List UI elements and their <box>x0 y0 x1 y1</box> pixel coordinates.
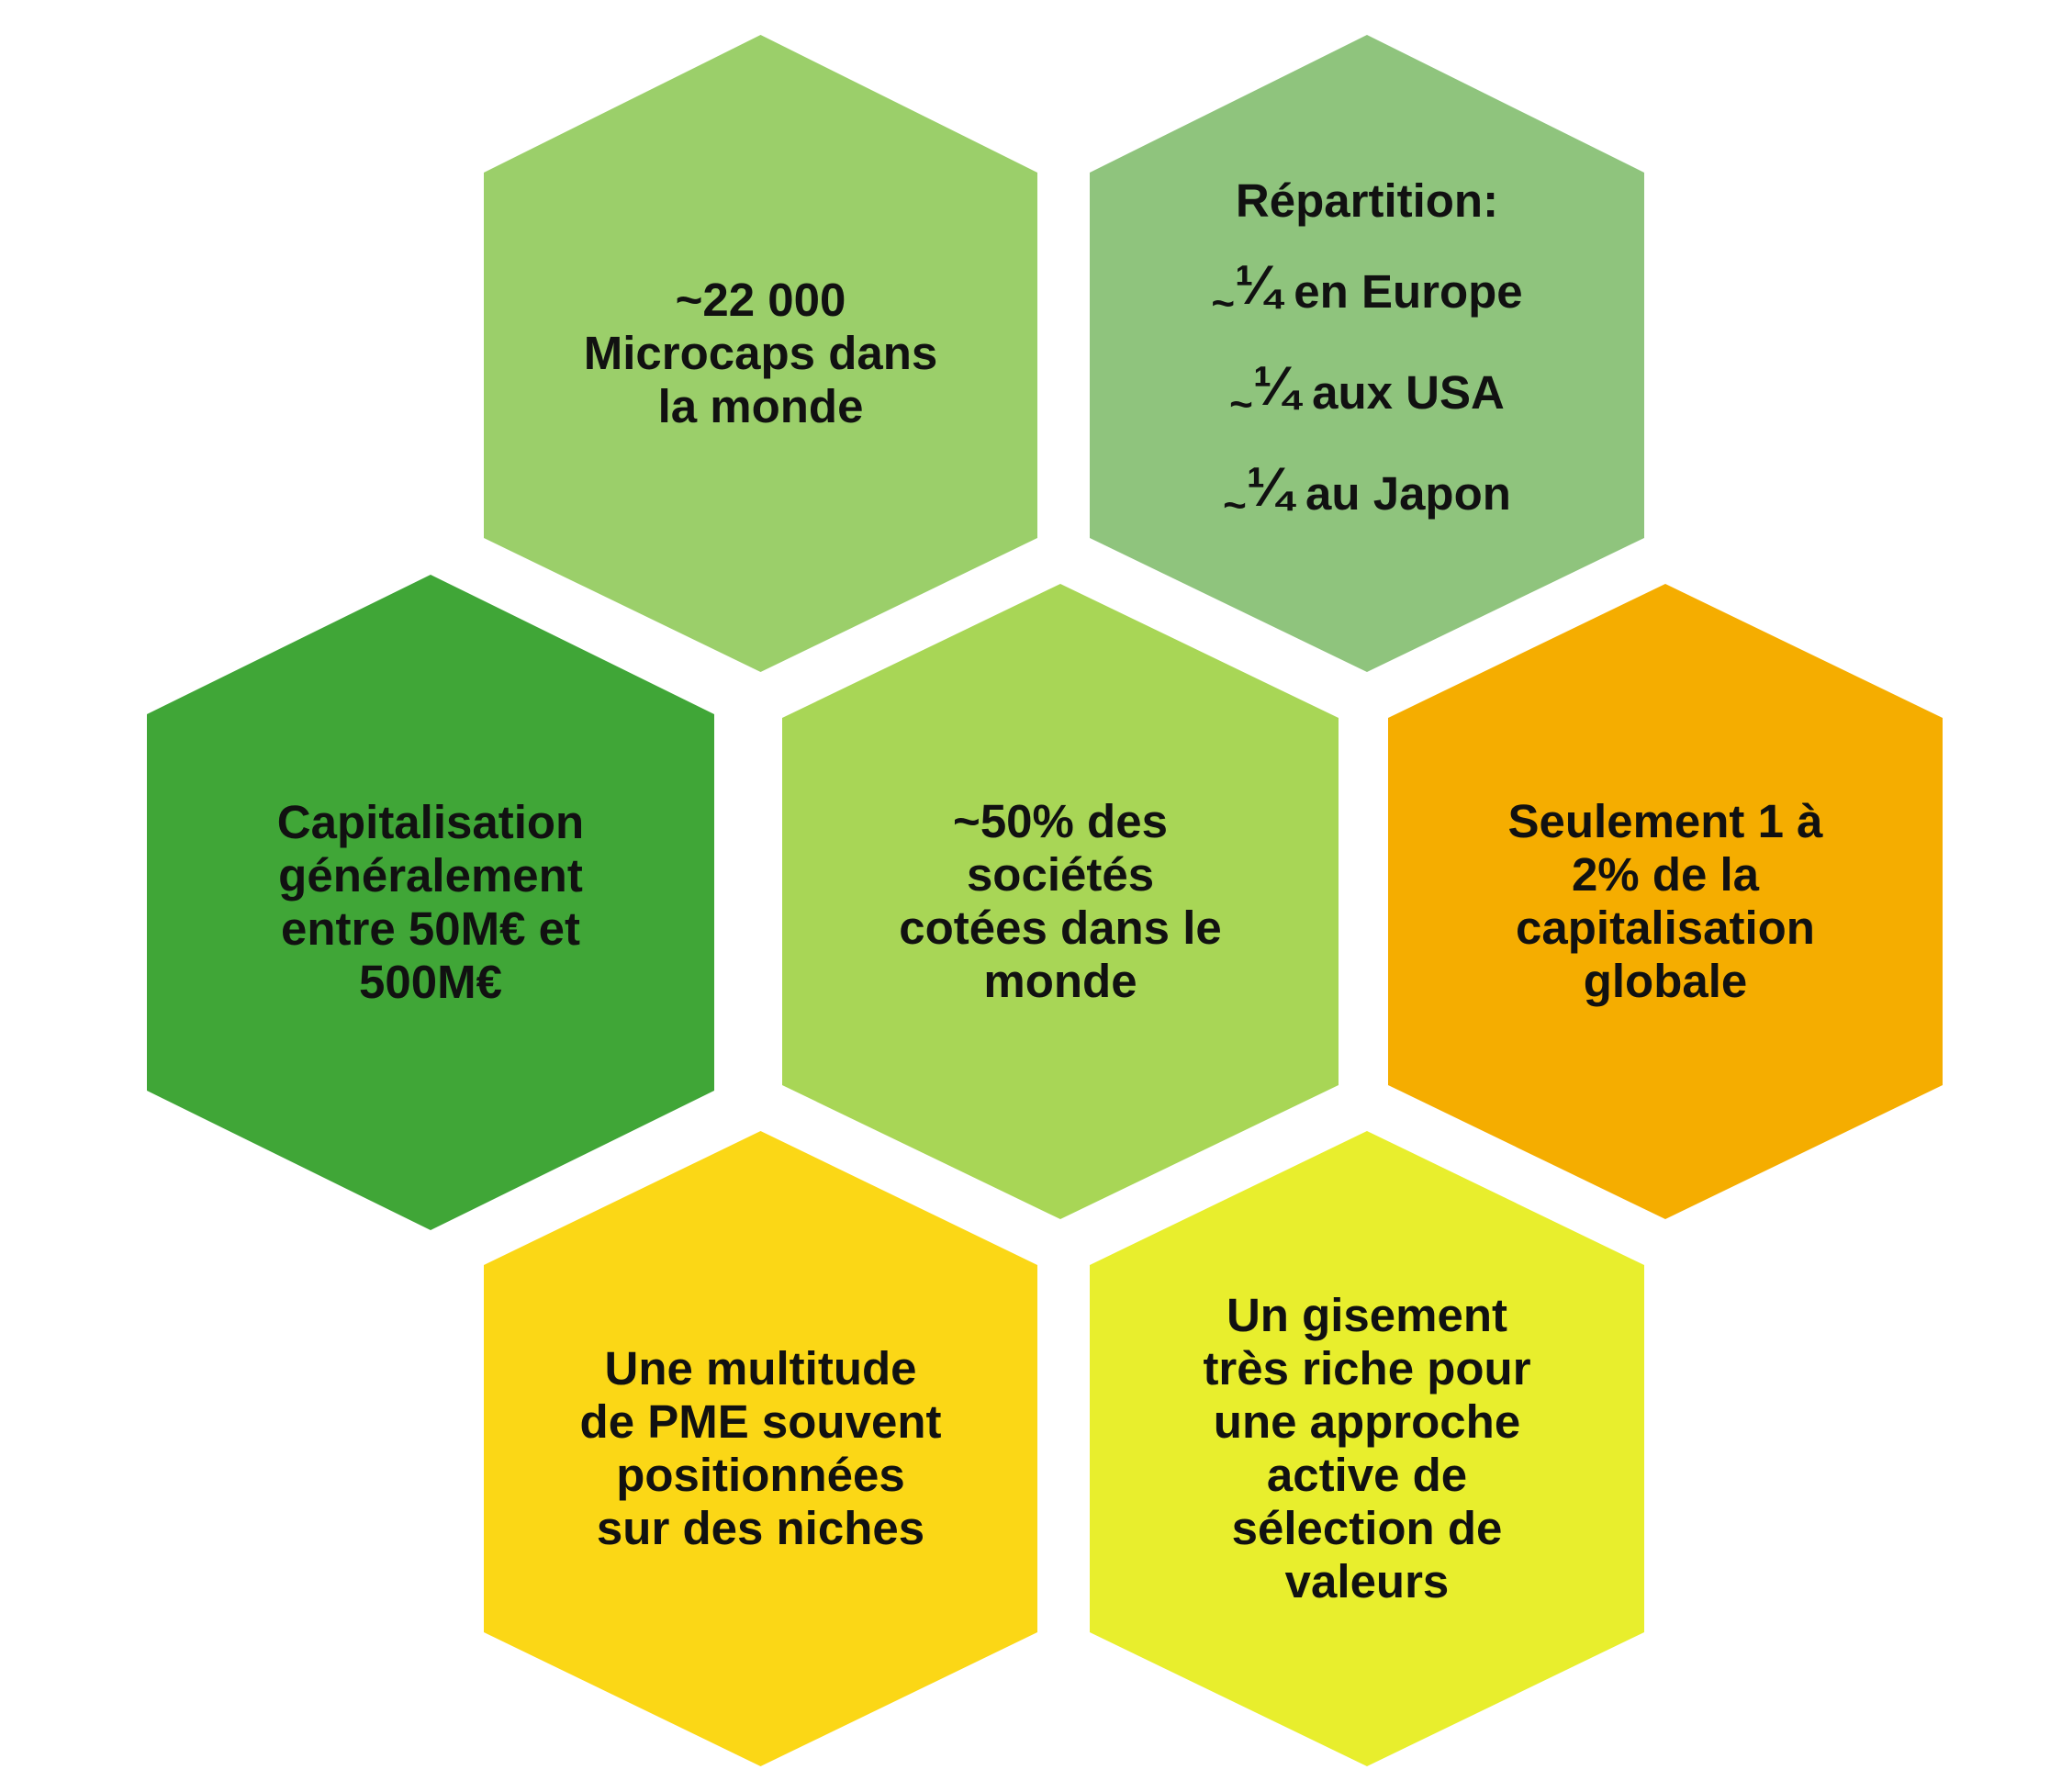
text-line: Une multitude <box>604 1342 917 1394</box>
text-line: la monde <box>657 380 864 432</box>
tilde-sign: ~ <box>1211 281 1236 326</box>
text-line: de PME souvent <box>579 1395 942 1448</box>
distribution-title: Répartition: <box>1235 174 1499 227</box>
hexagon-shape <box>484 1131 1037 1766</box>
hexagon-text: Une multitude de PME souvent positionnée… <box>543 1342 979 1555</box>
hexagon-text: Un gisement très riche pour une approche… <box>1166 1289 1567 1608</box>
text-line: 2% de la <box>1571 848 1760 901</box>
region-label: au Japon <box>1292 467 1511 520</box>
hexagon-capitalisation: Capitalisation généralement entre 50M€ e… <box>147 575 714 1230</box>
hexagon-microcaps-count: ~22 000 Microcaps dans la monde <box>484 35 1037 672</box>
text-line: très riche pour <box>1203 1342 1531 1394</box>
hexagon-text: ~50% des sociétés cotées dans le monde <box>862 795 1259 1008</box>
text-line: ~22 000 <box>675 274 846 326</box>
text-line: valeurs <box>1284 1555 1450 1607</box>
hexagon-shape <box>1388 584 1943 1219</box>
text-line: ~50% des <box>953 795 1168 847</box>
hexagon-shape <box>782 584 1339 1219</box>
text-line: active de <box>1266 1449 1468 1501</box>
hexagon-text: Capitalisation généralement entre 50M€ e… <box>241 796 621 1009</box>
hexagon-active-selection: Un gisement très riche pour une approche… <box>1090 1131 1644 1766</box>
text-line: 500M€ <box>359 956 502 1008</box>
text-line: Seulement 1 à <box>1507 795 1823 847</box>
distribution-item-usa: ~¼ aux USA <box>1211 359 1522 428</box>
text-line: Un gisement <box>1226 1289 1508 1341</box>
text-line: monde <box>983 955 1137 1007</box>
distribution-item-japan: ~¼ au Japon <box>1211 460 1522 529</box>
fraction: ¼ <box>1235 254 1282 316</box>
text-line: globale <box>1583 955 1748 1007</box>
text-line: une approche <box>1213 1395 1521 1448</box>
text-line: sur des niches <box>596 1502 925 1554</box>
text-line: Capitalisation <box>276 796 585 848</box>
distribution-item-europe: ~¼ en Europe <box>1211 258 1523 327</box>
hexagon-global-cap: Seulement 1 à 2% de la capitalisation gl… <box>1388 584 1943 1219</box>
fraction: ¼ <box>1246 456 1293 518</box>
region-label: aux USA <box>1298 366 1505 419</box>
hexagon-shape <box>484 35 1037 672</box>
text-line: sélection de <box>1231 1502 1503 1554</box>
text-line: Microcaps dans <box>583 327 938 379</box>
hexagon-shape <box>1090 1131 1644 1766</box>
hexagon-sme-niches: Une multitude de PME souvent positionnée… <box>484 1131 1037 1766</box>
text-line: entre 50M€ et <box>281 902 580 955</box>
hexagon-shape <box>1090 35 1644 672</box>
text-line: capitalisation <box>1516 902 1815 954</box>
tilde-sign: ~ <box>1229 382 1253 427</box>
fraction: ¼ <box>1252 355 1299 417</box>
text-line: sociétés <box>966 848 1155 901</box>
text-line: généralement <box>278 849 583 902</box>
region-label: en Europe <box>1281 265 1523 318</box>
hexagon-listed-share: ~50% des sociétés cotées dans le monde <box>782 584 1339 1219</box>
hexagon-text: Répartition: ~¼ en Europe ~¼ aux USA ~¼ … <box>1174 174 1559 529</box>
hexagon-text: Seulement 1 à 2% de la capitalisation gl… <box>1472 795 1860 1008</box>
hexagon-shape <box>147 575 714 1230</box>
hexagon-text: ~22 000 Microcaps dans la monde <box>547 274 974 433</box>
hexagon-distribution: Répartition: ~¼ en Europe ~¼ aux USA ~¼ … <box>1090 35 1644 672</box>
text-line: positionnées <box>616 1449 905 1501</box>
tilde-sign: ~ <box>1223 483 1247 528</box>
text-line: cotées dans le <box>899 902 1222 954</box>
